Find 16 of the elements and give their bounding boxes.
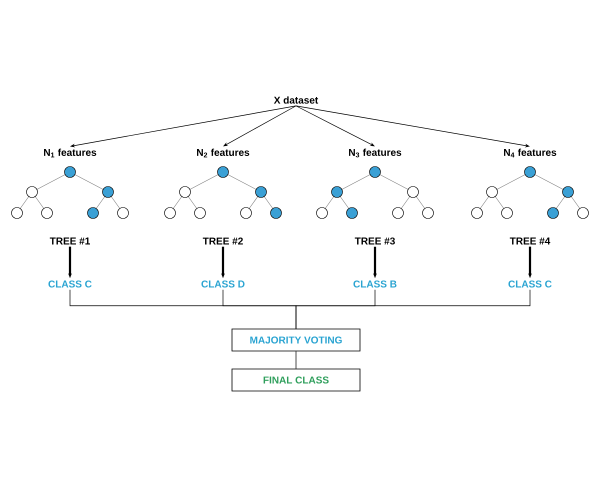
result-box: FINAL CLASS	[232, 368, 360, 392]
process-box: MAJORITY VOTING	[232, 328, 360, 352]
class-label: CLASS C	[48, 280, 92, 288]
label-text: TREE #1	[50, 238, 90, 244]
label-text: N$_{3}$ features	[349, 148, 402, 158]
label-text: N$_{4}$ features	[504, 148, 556, 158]
label-text: N$_{2}$ features	[197, 148, 250, 158]
label-text: TREE #3	[354, 237, 395, 245]
connector-line	[296, 289, 530, 329]
label-text: X dataset	[274, 96, 318, 104]
class-label: CLASS C	[508, 280, 552, 288]
label-text: TREE #4	[510, 238, 550, 244]
label-text: TREE #2	[202, 238, 243, 244]
label-text: N$_{1}$ features	[44, 148, 96, 158]
class-label: CLASS B	[353, 280, 396, 288]
class-label: CLASS D	[201, 280, 245, 288]
